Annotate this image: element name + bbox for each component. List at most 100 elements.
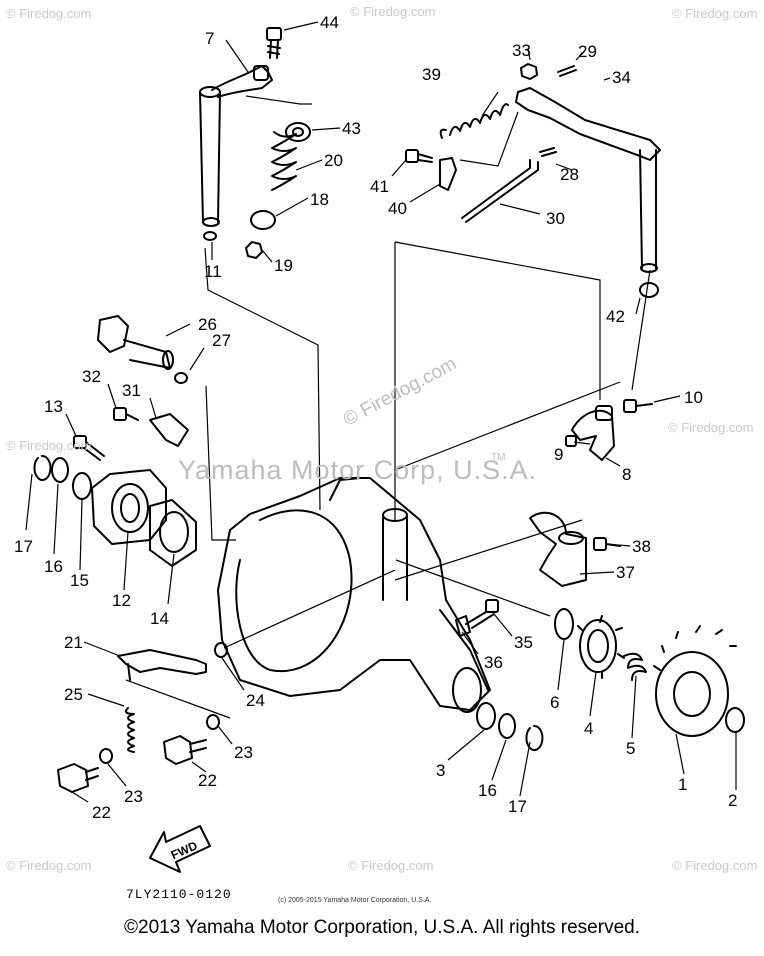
callout-36: 36 — [484, 653, 503, 672]
callout-9: 9 — [554, 445, 563, 464]
watermark-mid-left: © Firedog.com — [6, 438, 92, 453]
washer-6-part — [554, 608, 574, 640]
callout-20: 20 — [324, 151, 343, 170]
callout-23-upper: 23 — [234, 743, 253, 762]
callout-22-lower: 22 — [92, 803, 111, 822]
gear-1-part — [653, 625, 737, 737]
callout-14: 14 — [150, 609, 169, 628]
callout-2: 2 — [728, 791, 737, 810]
callout-44: 44 — [320, 13, 339, 32]
pin-9-part — [565, 435, 577, 447]
callout-38: 38 — [632, 537, 651, 556]
callout-29: 29 — [578, 42, 597, 61]
callout-41: 41 — [370, 177, 389, 196]
callout-13: 13 — [44, 397, 63, 416]
part-number: 7LY2110-0120 — [126, 887, 232, 902]
callout-6: 6 — [550, 693, 559, 712]
spring-39-part — [449, 103, 509, 136]
spring-20-part — [271, 131, 297, 191]
watermark-bottom-right: © Firedog.com — [672, 858, 758, 873]
callout-5: 5 — [626, 739, 635, 758]
circlip-17-right-part — [525, 724, 544, 751]
callout-21: 21 — [64, 633, 83, 652]
oring-27-part — [174, 372, 188, 384]
plug-22-upper-part — [163, 735, 207, 765]
callout-30: 30 — [546, 209, 565, 228]
shift-fork-37-part — [529, 511, 587, 587]
bolt-10-part — [623, 399, 653, 413]
bolt-35-part — [465, 599, 499, 629]
lever-34-part — [515, 87, 661, 273]
callout-1: 1 — [678, 775, 687, 794]
gasket-14-part — [149, 499, 197, 567]
callout-10: 10 — [684, 388, 703, 407]
callout-31: 31 — [122, 381, 141, 400]
callout-17-left: 17 — [14, 537, 33, 556]
seal-42-part — [639, 282, 659, 298]
washer-24-part — [214, 642, 228, 658]
callout-23-lower: 23 — [124, 787, 143, 806]
plug-22-lower-part — [57, 763, 99, 793]
callout-26: 26 — [198, 315, 217, 334]
bolt-13-part — [73, 435, 105, 461]
shift-cam-26-part — [97, 315, 174, 370]
callout-8: 8 — [622, 465, 631, 484]
callout-32: 32 — [82, 367, 101, 386]
callout-40: 40 — [388, 199, 407, 218]
washer-23-lower-part — [99, 748, 113, 764]
washer-2-part — [725, 707, 745, 733]
callout-34: 34 — [612, 68, 631, 87]
callout-39: 39 — [422, 65, 441, 84]
housing-12-part — [91, 469, 167, 545]
lever-21-part — [117, 649, 207, 681]
callout-35: 35 — [514, 633, 533, 652]
small-copyright: (c) 2005-2015 Yamaha Motor Corporation, … — [278, 897, 432, 904]
callout-12: 12 — [112, 591, 131, 610]
plate-31-part — [149, 413, 189, 447]
callout-24: 24 — [246, 691, 265, 710]
callout-33: 33 — [512, 41, 531, 60]
callout-18: 18 — [310, 190, 329, 209]
spring-5-part — [623, 652, 647, 681]
watermark-bottom-left: © Firedog.com — [6, 858, 92, 873]
oring-11-part — [203, 231, 217, 241]
callout-25: 25 — [64, 685, 83, 704]
bolt-44-part — [266, 27, 282, 59]
callout-22-upper: 22 — [198, 771, 217, 790]
callout-28: 28 — [560, 165, 579, 184]
shift-fork-8-part — [571, 405, 615, 461]
bolt-41-part — [405, 149, 433, 163]
watermark-top-left: © Firedog.com — [6, 6, 92, 21]
callout-16-right: 16 — [478, 781, 497, 800]
callout-37: 37 — [616, 563, 635, 582]
watermark-bottom-center: © Firedog.com — [348, 858, 434, 873]
washer-23-upper-part — [206, 714, 220, 730]
callout-4: 4 — [584, 719, 593, 738]
bolt-32-part — [113, 407, 139, 421]
callout-16-left: 16 — [44, 557, 63, 576]
callout-43: 43 — [342, 119, 361, 138]
callout-19: 19 — [274, 256, 293, 275]
bracket-40-part — [439, 157, 457, 191]
pin-29-part — [557, 65, 577, 77]
callout-labels: 44 7 33 29 39 34 43 20 41 28 40 18 30 19… — [14, 13, 737, 822]
rod-30-part — [461, 159, 539, 223]
copyright-footer: ©2013 Yamaha Motor Corporation, U.S.A. A… — [124, 917, 640, 938]
watermark-top-right: © Firedog.com — [672, 6, 758, 21]
watermark-yamaha: Yamaha Motor Corp, U.S.A. — [178, 455, 538, 485]
callout-7: 7 — [205, 29, 214, 48]
callout-15: 15 — [70, 571, 89, 590]
washer-18-part — [250, 210, 276, 230]
callout-11: 11 — [204, 262, 222, 281]
crankcase-part — [217, 477, 491, 713]
nut-33-part — [520, 63, 538, 80]
watermark-top-center: © Firedog.com — [350, 4, 436, 19]
washer-16-right-part — [498, 713, 516, 739]
watermark-mid-right: © Firedog.com — [668, 420, 754, 435]
spring-25-part — [125, 707, 135, 753]
shift-shaft-part — [199, 65, 273, 227]
callout-42: 42 — [606, 307, 625, 326]
callout-17-right: 17 — [508, 797, 527, 816]
watermark-tm: TM — [491, 452, 506, 463]
